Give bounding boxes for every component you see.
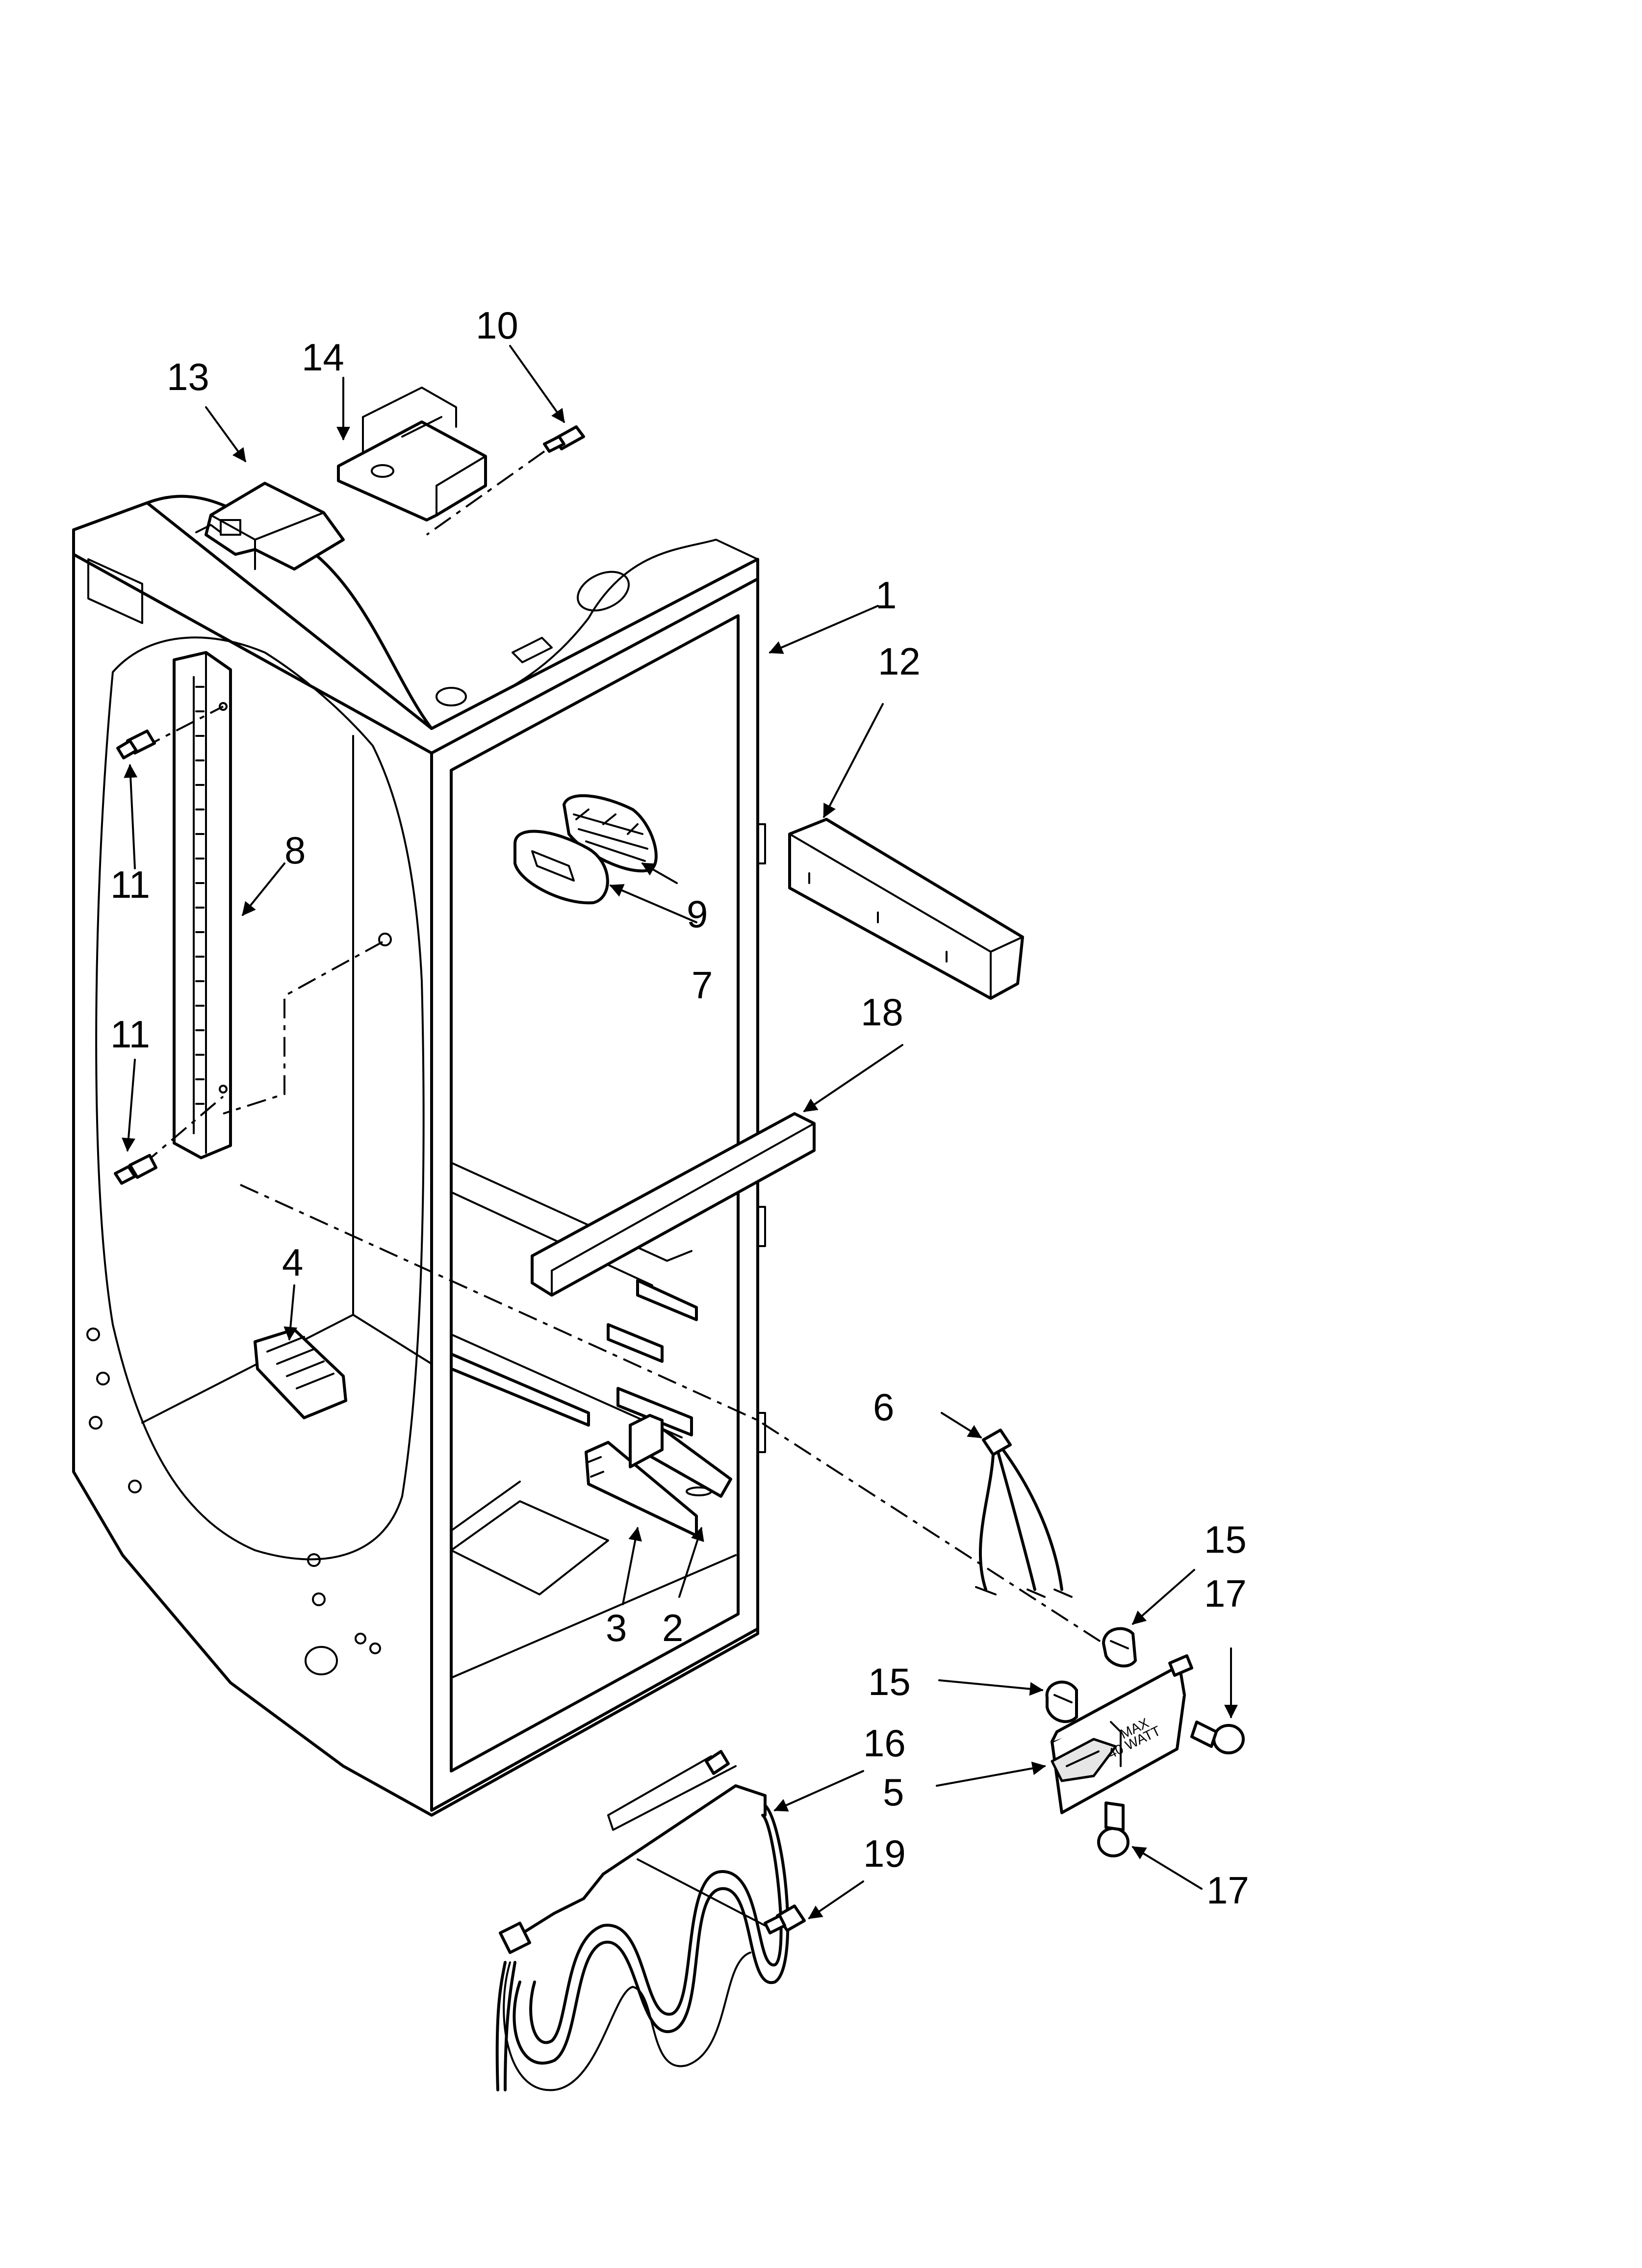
callout-3: 3	[606, 1606, 627, 1649]
evaporator-heater-coil	[495, 1750, 790, 2091]
callout-5: 5	[883, 1771, 904, 1814]
shelf-support-rail	[141, 651, 392, 1166]
callout-8: 8	[284, 829, 306, 872]
cabinet-liner	[72, 495, 766, 1817]
screw-19	[637, 1858, 806, 1934]
light-housing-guideline	[240, 1184, 1104, 1644]
callout-19: 19	[863, 1832, 906, 1875]
callout-6: 6	[873, 1385, 894, 1429]
callout-15-upper: 15	[1204, 1518, 1247, 1561]
control-cover	[513, 830, 609, 905]
clip-15-upper	[1102, 1627, 1137, 1668]
callout-10: 10	[476, 304, 518, 347]
callout-4: 4	[282, 1241, 303, 1284]
callout-2: 2	[662, 1606, 683, 1649]
wire-harness	[975, 1429, 1073, 1598]
callout-17-lower: 17	[1206, 1869, 1249, 1912]
callout-18: 18	[861, 991, 903, 1034]
callout-16: 16	[863, 1721, 906, 1765]
screw-11-lower	[114, 1154, 157, 1185]
callout-14: 14	[302, 336, 344, 379]
shelf-support-bar	[531, 1112, 816, 1297]
screw-10	[426, 425, 585, 536]
trim-piece-2	[629, 1414, 732, 1498]
clip-15-lower	[1045, 1680, 1078, 1723]
callout-9: 9	[687, 892, 708, 936]
leader-arrows	[122, 345, 1238, 1919]
callout-11-upper: 11	[110, 863, 150, 906]
callout-labels: 1 12 9 7 8 10 14 13 11 11 18 4 3 2 6 15 …	[110, 304, 1249, 1912]
callout-15-lower: 15	[868, 1660, 911, 1703]
crisper-cover-channel	[788, 818, 1024, 1000]
rail-slots	[195, 686, 205, 1105]
callout-17-upper: 17	[1204, 1572, 1247, 1615]
callout-7: 7	[692, 964, 713, 1007]
push-pin-17-bottom	[1097, 1801, 1129, 1857]
callout-1: 1	[875, 574, 897, 617]
trim-piece-3	[585, 1441, 698, 1537]
light-socket-housing: MAX 40 WATT	[1051, 1654, 1193, 1814]
screw-11-upper	[116, 730, 156, 759]
push-pin-17-right	[1190, 1721, 1245, 1754]
callout-11-lower: 11	[110, 1013, 150, 1056]
vent-grille	[254, 1328, 347, 1419]
callout-12: 12	[878, 640, 921, 683]
callout-13: 13	[167, 355, 209, 398]
control-housing	[195, 482, 345, 571]
mounting-bracket	[337, 387, 487, 521]
control-knob-assembly	[563, 794, 658, 873]
